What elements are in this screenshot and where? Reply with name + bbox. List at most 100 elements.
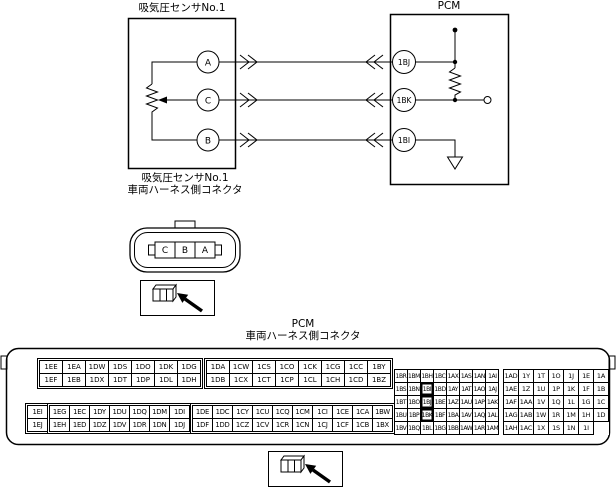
pin-1CC: 1CC [344, 360, 368, 374]
pin-1J: 1J [563, 369, 579, 383]
pin-1DP: 1DP [131, 373, 155, 387]
pcm-pin-1bj-label: 1BJ [398, 58, 410, 67]
pin-1CV: 1CV [252, 418, 273, 432]
pin-1O: 1O [548, 369, 564, 383]
pin-1Q: 1Q [548, 395, 564, 409]
pin-1CF: 1CF [332, 418, 353, 432]
pin-1DW: 1DW [85, 360, 109, 374]
pin-1AK: 1AK [485, 395, 500, 409]
pin-1EC: 1EC [69, 405, 90, 419]
pcm-connector-right-tab [608, 355, 616, 370]
pin-1X: 1X [533, 421, 549, 435]
pin-1CR: 1CR [272, 418, 293, 432]
pin-1CH: 1CH [321, 373, 345, 387]
pin-1DF: 1DF [192, 418, 213, 432]
pin-1BS: 1BS [394, 382, 408, 396]
pin-1BW: 1BW [372, 405, 393, 419]
pin-1DG: 1DG [177, 360, 201, 374]
pin-1AE: 1AE [503, 382, 519, 396]
pin-1BH: 1BH [420, 369, 434, 383]
pin-1D: 1D [593, 408, 609, 422]
pin-1AS: 1AS [458, 369, 474, 383]
pin-1BK: 1BK [420, 408, 434, 422]
pin-1AL: 1AL [485, 408, 500, 422]
pin-1M: 1M [563, 408, 579, 422]
pin-1BA: 1BA [446, 408, 460, 422]
pin-1DY: 1DY [89, 405, 110, 419]
pin-1BL: 1BL [420, 421, 434, 435]
pin-1EJ: 1EJ [27, 418, 48, 432]
sensor-box [127, 17, 237, 170]
sensor-pin-c-circle [196, 88, 220, 112]
pin-1DV: 1DV [109, 418, 130, 432]
pin-1BZ: 1BZ [367, 373, 391, 387]
pcm-connector-outline [5, 347, 611, 446]
pin-1V: 1V [533, 395, 549, 409]
pin-1BQ: 1BQ [407, 421, 421, 435]
pin-1BO: 1BO [407, 395, 421, 409]
pin-1CJ: 1CJ [312, 418, 333, 432]
junction-dot [452, 59, 458, 65]
pin-1Y: 1Y [518, 369, 534, 383]
pin-1CZ: 1CZ [232, 418, 253, 432]
pcm-connector-caption-line1: PCM [291, 318, 315, 330]
pin-1C: 1C [593, 395, 609, 409]
pin-1BC: 1BC [433, 369, 447, 383]
pin-1DL: 1DL [154, 373, 178, 387]
connector-view-icon [279, 454, 332, 484]
pin-1BP: 1BP [407, 408, 421, 422]
pin-1AT: 1AT [458, 382, 474, 396]
pin-1S: 1S [548, 421, 564, 435]
pin-1BB: 1BB [446, 421, 460, 435]
sensor-pin-a-label: A [205, 59, 212, 69]
pin-1AD: 1AD [503, 369, 519, 383]
pin-1DK: 1DK [154, 360, 178, 374]
pin-1L: 1L [563, 395, 579, 409]
sensor-connector-inner-outline [134, 232, 236, 268]
pin-1EB: 1EB [62, 373, 86, 387]
pin-1EF: 1EF [39, 373, 63, 387]
pin-1BM: 1BM [407, 369, 421, 383]
pin-1CU: 1CU [252, 405, 273, 419]
pin-1BJ: 1BJ [420, 395, 434, 409]
pin-1CI: 1CI [312, 405, 333, 419]
pcm-pin-1bk-circle [392, 88, 416, 112]
pin-1AG: 1AG [503, 408, 519, 422]
sensor-connector-caption-line1: 吸気圧センサNo.1 [141, 172, 229, 184]
pin-1AO: 1AO [472, 382, 487, 396]
pin-1DM: 1DM [149, 405, 170, 419]
pin-1CG: 1CG [321, 360, 345, 374]
pin-1F: 1F [578, 382, 594, 396]
pin-1EA: 1EA [62, 360, 86, 374]
pin-1Z: 1Z [518, 382, 534, 396]
sensor-pin-b-label: B [205, 137, 211, 147]
pin-1H: 1H [578, 408, 594, 422]
pin-1AM: 1AM [485, 421, 500, 435]
pin-1AZ: 1AZ [446, 395, 460, 409]
pin-1DN: 1DN [149, 418, 170, 432]
pin-1DE: 1DE [192, 405, 213, 419]
pin-1CM: 1CM [292, 405, 313, 419]
pin-1I: 1I [578, 421, 594, 435]
pin-1AB: 1AB [518, 408, 534, 422]
pin-1E: 1E [578, 369, 594, 383]
output-terminal-icon [483, 96, 492, 104]
pin-1CD: 1CD [344, 373, 368, 387]
sensor-pin-c-label: C [205, 97, 211, 107]
pin-1BX: 1BX [372, 418, 393, 432]
pin-1G: 1G [578, 395, 594, 409]
view-icon-box [140, 280, 215, 316]
pcm-title: PCM [437, 0, 461, 12]
sensor-connector-key [214, 244, 222, 256]
sensor-connector-cell-c-label: C [162, 246, 168, 256]
pin-1DD: 1DD [212, 418, 233, 432]
sensor-connector-caption-line2: 車両ハーネス側コネクタ [127, 184, 243, 196]
pin-1BT: 1BT [394, 395, 408, 409]
